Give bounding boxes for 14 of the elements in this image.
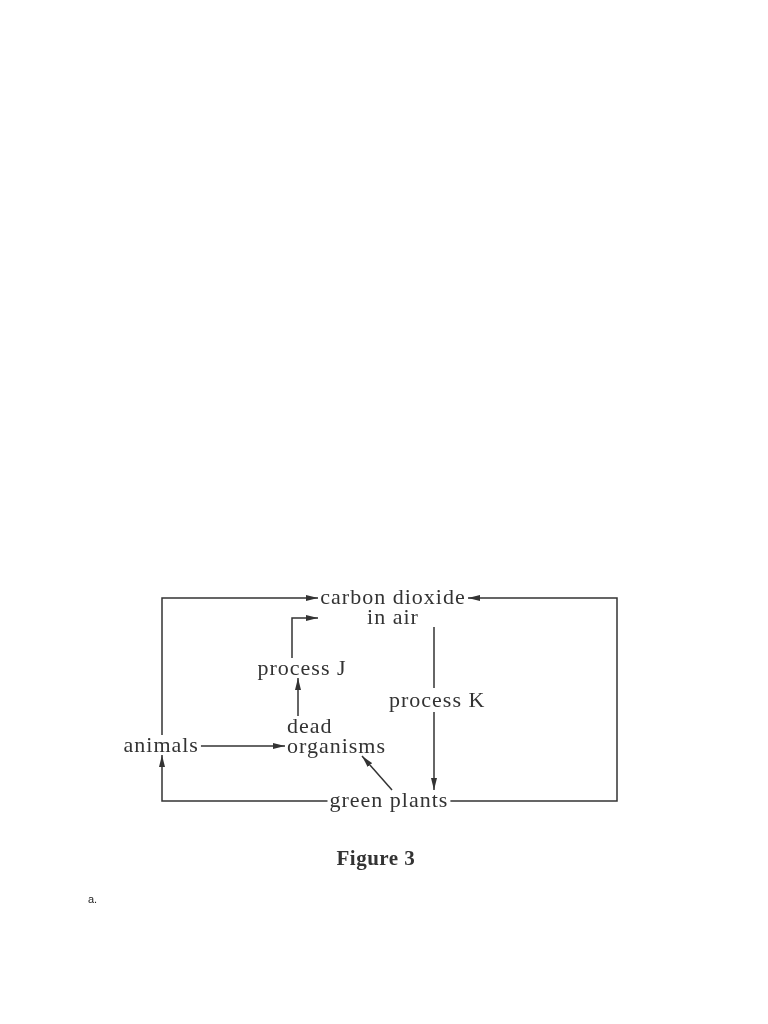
arrow [200, 743, 286, 749]
arrow [291, 615, 319, 659]
stage-label: process J [255, 658, 349, 678]
arrow [361, 755, 393, 791]
stage-label: green plants [327, 790, 451, 810]
arrow [295, 677, 301, 717]
arrow [161, 595, 319, 736]
stage-label: dead organisms [285, 716, 397, 756]
arrow [449, 595, 618, 802]
question-label: a. [88, 893, 98, 905]
stage-label: animals [121, 735, 201, 755]
figure-caption: Figure 3 [336, 846, 416, 871]
arrow [159, 754, 329, 802]
stage-label: carbon dioxide in air [318, 587, 468, 627]
